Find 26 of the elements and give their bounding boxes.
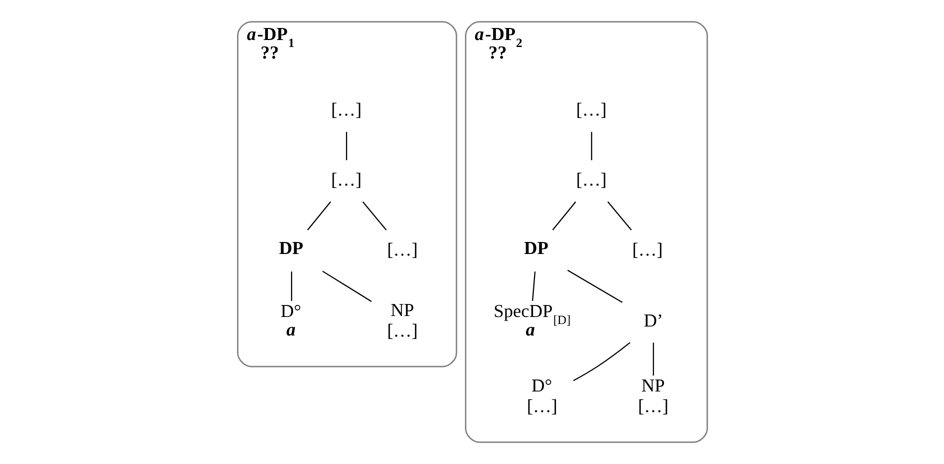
- node-text: […]: [386, 239, 418, 260]
- connector: [290, 272, 292, 301]
- node-text: DP: [524, 238, 548, 258]
- node-text: NP […]: [637, 376, 668, 416]
- node-text: […]: [330, 100, 362, 120]
- node-text: DP: [278, 238, 303, 258]
- connector: [322, 270, 372, 302]
- node-text: […]: [576, 100, 606, 120]
- node-text: […]: [330, 169, 362, 190]
- node-text: D° a: [280, 301, 301, 340]
- connector: [606, 201, 632, 230]
- connector: [552, 201, 576, 230]
- connector: [306, 201, 331, 230]
- connector: [531, 272, 536, 301]
- node-text: NP […]: [386, 300, 418, 341]
- connector: [652, 342, 654, 376]
- connector: [566, 270, 622, 303]
- node-text: D° […]: [526, 376, 557, 416]
- node-text: D’: [643, 310, 663, 330]
- connector: [362, 201, 386, 230]
- node-text: SpecDP$_{[D]}$ a: [493, 301, 570, 340]
- node-text: […]: [632, 239, 662, 260]
- node-text: […]: [576, 169, 606, 190]
- connector: [590, 132, 592, 160]
- connector: [345, 132, 347, 160]
- connector: [572, 342, 630, 382]
